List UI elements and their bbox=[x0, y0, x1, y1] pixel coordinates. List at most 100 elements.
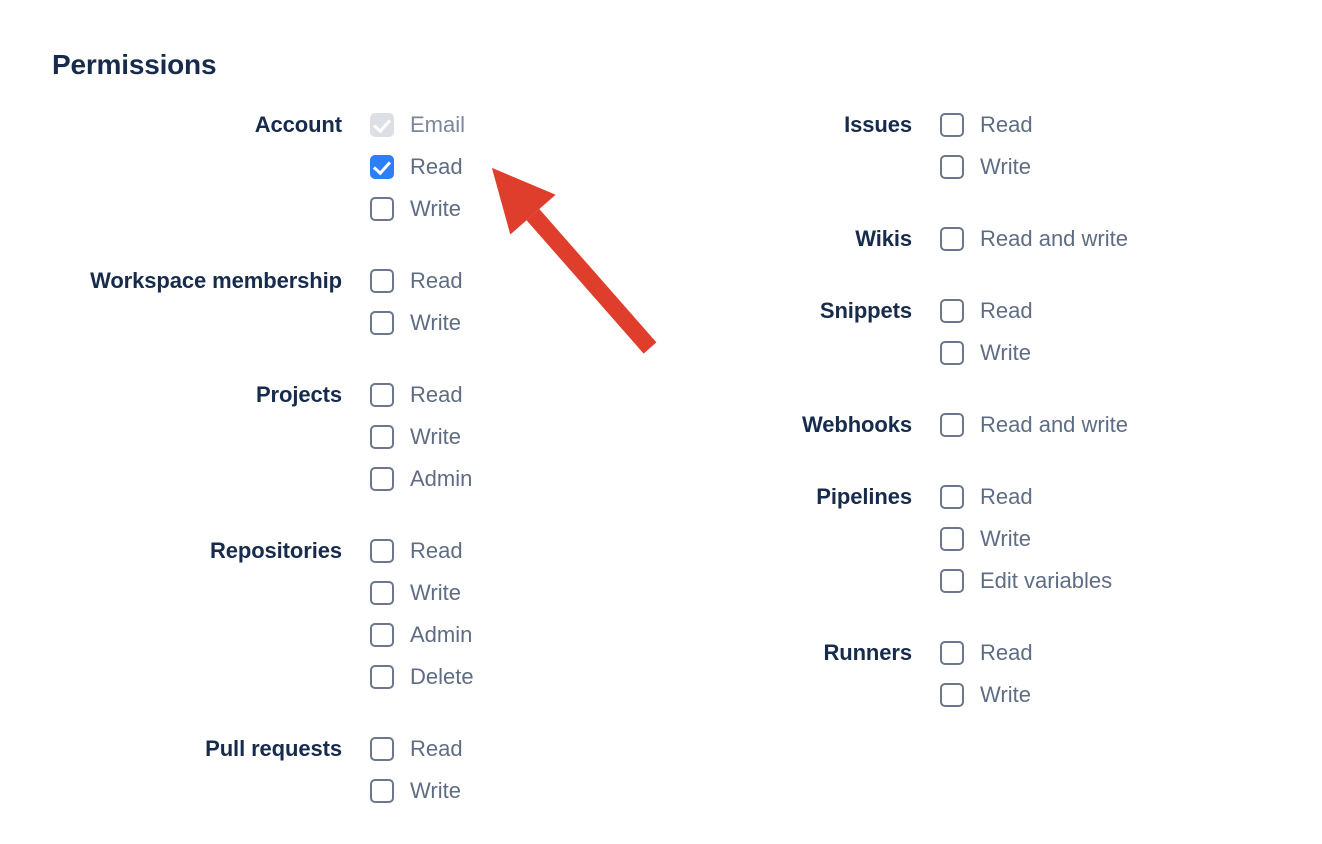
checkbox-read-and-write[interactable] bbox=[940, 227, 964, 251]
permission-option-row[interactable]: Admin bbox=[370, 458, 660, 500]
checkbox-label[interactable]: Read bbox=[980, 298, 1033, 323]
checkbox-label[interactable]: Write bbox=[980, 340, 1031, 365]
permission-group-label: Account bbox=[254, 112, 342, 137]
permission-group-label: Webhooks bbox=[801, 412, 912, 437]
checkbox-label[interactable]: Write bbox=[410, 778, 461, 803]
checkbox-write[interactable] bbox=[940, 341, 964, 365]
permission-option-row[interactable]: Read bbox=[370, 260, 660, 302]
permission-option-row[interactable]: Read bbox=[940, 476, 1320, 518]
checkbox-label[interactable]: Read bbox=[410, 538, 463, 563]
checkbox-label[interactable]: Read and write bbox=[980, 412, 1128, 437]
permission-group-label: Issues bbox=[844, 112, 912, 137]
permission-group-label: Runners bbox=[823, 640, 912, 665]
checkbox-read[interactable] bbox=[370, 383, 394, 407]
checkbox-label[interactable]: Delete bbox=[410, 664, 474, 689]
checkbox-delete[interactable] bbox=[370, 665, 394, 689]
checkbox-read[interactable] bbox=[940, 113, 964, 137]
permission-option-row[interactable]: Write bbox=[940, 146, 1320, 188]
permission-option-row[interactable]: Write bbox=[370, 188, 660, 230]
checkbox-read[interactable] bbox=[940, 485, 964, 509]
checkbox-write[interactable] bbox=[370, 779, 394, 803]
permission-group-label: Snippets bbox=[819, 298, 912, 323]
permission-option-row[interactable]: Read bbox=[370, 374, 660, 416]
permission-group-label: Pipelines bbox=[816, 484, 912, 509]
checkbox-write[interactable] bbox=[940, 155, 964, 179]
permission-option-row[interactable]: Read and write bbox=[940, 218, 1320, 260]
permission-option-row[interactable]: Write bbox=[370, 302, 660, 344]
checkbox-label[interactable]: Write bbox=[980, 682, 1031, 707]
checkbox-label[interactable]: Write bbox=[410, 580, 461, 605]
permission-group-label: Pull requests bbox=[205, 736, 342, 761]
checkbox-label[interactable]: Edit variables bbox=[980, 568, 1113, 593]
checkbox-read[interactable] bbox=[940, 641, 964, 665]
checkbox-label: Email bbox=[410, 112, 466, 137]
checkbox-label[interactable]: Read and write bbox=[980, 226, 1128, 251]
permission-option-row[interactable]: Read bbox=[940, 632, 1320, 674]
checkbox-label[interactable]: Read bbox=[410, 382, 463, 407]
checkbox-read[interactable] bbox=[370, 269, 394, 293]
permission-option-row[interactable]: Write bbox=[370, 770, 660, 812]
checkbox-write[interactable] bbox=[370, 311, 394, 335]
permission-option-row[interactable]: Email bbox=[370, 104, 660, 146]
permission-option-row[interactable]: Read bbox=[370, 728, 660, 770]
checkbox-write[interactable] bbox=[370, 425, 394, 449]
permission-option-row[interactable]: Write bbox=[370, 572, 660, 614]
permission-option-row[interactable]: Write bbox=[940, 674, 1320, 716]
checkbox-label[interactable]: Read bbox=[410, 268, 463, 293]
permission-option-row[interactable]: Edit variables bbox=[940, 560, 1320, 602]
permission-option-row[interactable]: Read bbox=[370, 146, 660, 188]
checkbox-label[interactable]: Write bbox=[410, 196, 461, 221]
permission-option-row[interactable]: Read and write bbox=[940, 404, 1320, 446]
permission-option-row[interactable]: Write bbox=[940, 332, 1320, 374]
checkbox-label[interactable]: Write bbox=[980, 526, 1031, 551]
checkbox-label[interactable]: Admin bbox=[410, 622, 473, 647]
checkbox-label[interactable]: Read bbox=[980, 484, 1033, 509]
permission-group-options: Read and write bbox=[940, 404, 1320, 446]
checkbox-label[interactable]: Read bbox=[410, 736, 463, 761]
checkbox-admin[interactable] bbox=[370, 467, 394, 491]
checkbox-admin[interactable] bbox=[370, 623, 394, 647]
checkbox-email bbox=[370, 113, 394, 137]
permission-group-label: Repositories bbox=[209, 538, 342, 563]
checkbox-label[interactable]: Write bbox=[410, 310, 461, 335]
permission-option-row[interactable]: Read bbox=[940, 104, 1320, 146]
permission-option-row[interactable]: Admin bbox=[370, 614, 660, 656]
checkbox-read[interactable] bbox=[940, 299, 964, 323]
checkbox-write[interactable] bbox=[940, 527, 964, 551]
checkbox-label[interactable]: Write bbox=[980, 154, 1031, 179]
checkbox-label[interactable]: Read bbox=[980, 112, 1033, 137]
checkbox-write[interactable] bbox=[370, 197, 394, 221]
checkbox-label[interactable]: Read bbox=[410, 154, 463, 179]
permission-group-label: Projects bbox=[255, 382, 342, 407]
permission-option-row[interactable]: Delete bbox=[370, 656, 660, 698]
checkbox-label[interactable]: Read bbox=[980, 640, 1033, 665]
checkbox-write[interactable] bbox=[940, 683, 964, 707]
permission-option-row[interactable]: Read bbox=[370, 530, 660, 572]
permission-option-row[interactable]: Read bbox=[940, 290, 1320, 332]
checkbox-write[interactable] bbox=[370, 581, 394, 605]
page-title: Permissions bbox=[52, 49, 217, 80]
checkbox-read-and-write[interactable] bbox=[940, 413, 964, 437]
checkbox-label[interactable]: Admin bbox=[410, 466, 473, 491]
permission-option-row[interactable]: Write bbox=[370, 416, 660, 458]
checkbox-edit-variables[interactable] bbox=[940, 569, 964, 593]
checkbox-read[interactable] bbox=[370, 737, 394, 761]
checkbox-label[interactable]: Write bbox=[410, 424, 461, 449]
checkbox-read[interactable] bbox=[370, 155, 394, 179]
checkbox-read[interactable] bbox=[370, 539, 394, 563]
permission-option-row[interactable]: Write bbox=[940, 518, 1320, 560]
